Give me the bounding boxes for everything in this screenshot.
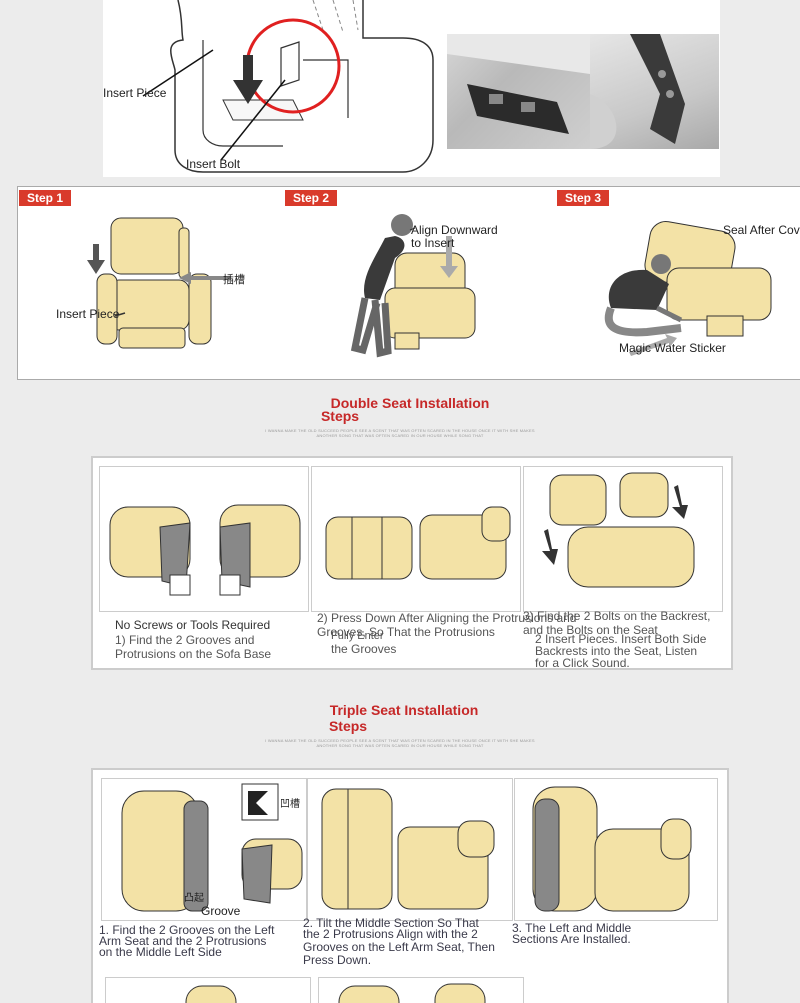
double-image-3 [523, 466, 723, 612]
double-caption-3-line1: 3) Find the 2 Bolts on the Backrest, [523, 609, 711, 623]
step3-person-illustration [604, 221, 772, 356]
double-caption-2-line2: Grooves, So That the Protrusions [317, 625, 495, 639]
step2-person-illustration [350, 214, 476, 358]
double-fineprint-2: ANOTHER SONG THAT WAS OFTEN SCARED IN OU… [316, 433, 484, 438]
double-caption-1-line1: 1) Find the 2 Grooves and [115, 633, 255, 647]
step3-magic-label: Magic Water Sticker [619, 341, 726, 355]
triple-caption-2-line3: Grooves on the Left Arm Seat, Then [303, 940, 495, 954]
triple-caption-1-line2: Arm Seat and the 2 Protrusions [99, 934, 267, 948]
double-image-2 [311, 466, 521, 612]
double-seat-panel: No Screws or Tools Required 1) Find the … [91, 456, 733, 670]
triple-caption-3-line2: Sections Are Installed. [512, 932, 631, 946]
triple-title-line2: Steps [328, 718, 368, 734]
step1-sofa-illustration [87, 217, 231, 349]
double-caption-3-line4: Backrests into the Seat, Listen [535, 644, 698, 658]
triple-image-4 [105, 977, 311, 1003]
triple-fineprint-1: I WANNA MAKE THE OLD SUCCEED PEOPLE SEE … [265, 738, 535, 743]
backrest-insert-diagram [142, 0, 434, 173]
groove-label: Groove [201, 904, 241, 918]
double-caption-2-line1: 2) Press Down After Aligning the Protrus… [317, 611, 577, 625]
triple-seat-panel: 凹槽 凸起 Groove 1. Find the 2 Grooves on th… [91, 768, 729, 1003]
double-caption-2-line3: Fully Enter [331, 630, 384, 642]
step2-align-label-1: Align Downward [411, 223, 498, 237]
step1-insert-piece-label: Insert Piece [56, 307, 120, 321]
triple-image-1: 凹槽 凸起 [101, 778, 307, 921]
step1-slot-label: 插槽 [223, 274, 245, 286]
step1-badge: Step 1 [19, 190, 72, 206]
double-image-1 [99, 466, 309, 612]
groove-cn-label: 凹槽 [280, 799, 300, 810]
bracket-photo-1 [447, 34, 590, 149]
triple-caption-2-line4: Press Down. [303, 953, 372, 967]
step1-panel: Step 1 插槽 Insert Piece [19, 188, 283, 377]
step2-align-label-2: to Insert [411, 236, 455, 250]
step2-panel: Step 2 Align Downward to Insert [285, 188, 555, 377]
step3-badge: Step 3 [557, 190, 610, 206]
double-caption-1-line0: No Screws or Tools Required [115, 618, 271, 632]
double-caption-3-line5: for a Click Sound. [535, 656, 630, 670]
triple-caption-1-line1: 1. Find the 2 Grooves on the Left [99, 923, 275, 937]
insert-bolt-label: Insert Bolt [186, 157, 241, 171]
triple-caption-2-line2: the 2 Protrusions Align with the 2 [303, 927, 478, 941]
top-diagram-panel: Insert Piece Insert Bolt [103, 0, 720, 177]
triple-fineprint-2: ANOTHER SONG THAT WAS OFTEN SCARED IN OU… [316, 743, 484, 748]
triple-caption-1-line3: on the Middle Left Side [99, 945, 222, 959]
triple-title-line1: Triple Seat Installation [329, 702, 479, 718]
triple-image-3 [514, 778, 718, 921]
double-caption-2-line4: the Grooves [331, 642, 397, 656]
step3-seal-label: Seal After Cov [723, 223, 800, 237]
double-title-line2: Steps [320, 408, 360, 424]
insert-piece-label: Insert Piece [103, 86, 167, 100]
double-fineprint-1: I WANNA MAKE THE OLD SUCCEED PEOPLE SEE … [265, 428, 535, 433]
protrusion-cn-label: 凸起 [184, 893, 204, 904]
double-title-line1: Double Seat Installation [330, 395, 490, 411]
triple-image-2 [307, 778, 513, 921]
bracket-photo-2 [590, 34, 719, 149]
triple-caption-3-line1: 3. The Left and Middle [512, 921, 632, 935]
step3-panel: Step 3 Seal After Cov Magic Water Sticke… [557, 188, 800, 377]
double-caption-3-line3: 2 Insert Pieces. Insert Both Side [535, 632, 707, 646]
triple-caption-2-line1: 2. Tilt the Middle Section So That [303, 916, 479, 930]
double-caption-1-line2: Protrusions on the Sofa Base [115, 647, 272, 661]
double-caption-3-line2: and the Bolts on the Seat [523, 623, 658, 637]
triple-image-5 [318, 977, 524, 1003]
step2-badge: Step 2 [285, 190, 338, 206]
